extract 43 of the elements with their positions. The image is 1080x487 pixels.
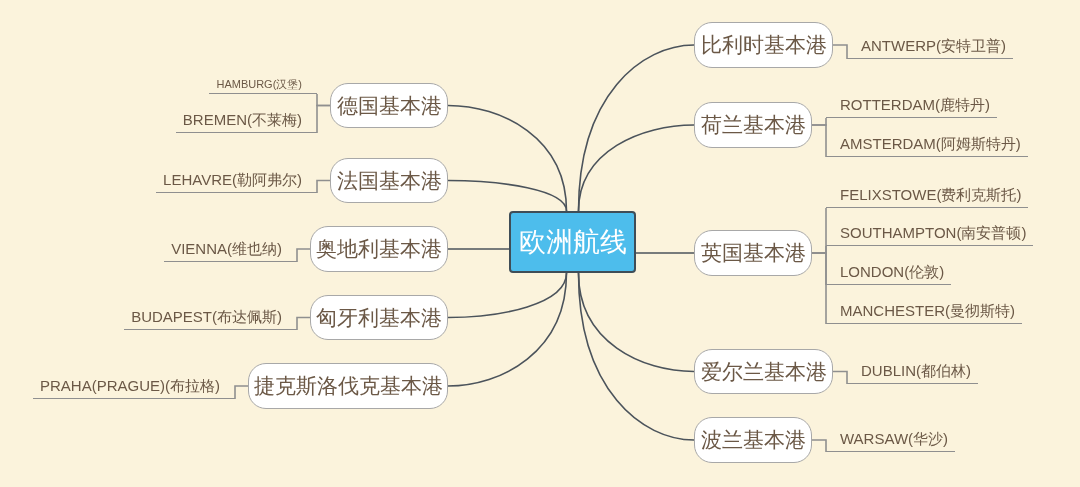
connector-line [447, 272, 568, 387]
topic-box: 波兰基本港 [694, 417, 812, 463]
connector-line [447, 179, 568, 212]
subtopic-label: LONDON(伦敦) [826, 261, 952, 285]
topic-box: 法国基本港 [330, 158, 448, 203]
subtopic-label: BREMEN(不莱梅) [175, 109, 317, 133]
subtopic-label: AMSTERDAM(阿姆斯特丹) [826, 133, 1028, 157]
subtopic-label: MANCHESTER(曼彻斯特) [826, 300, 1022, 324]
bracket-connector [316, 104, 331, 134]
topic-box: 捷克斯洛伐克基本港 [248, 363, 448, 409]
subtopic-label: ANTWERP(安特卫普) [847, 35, 1013, 59]
central-topic-box: 欧洲航线 [509, 211, 636, 273]
bracket-connector [234, 385, 249, 400]
connector-line [577, 272, 695, 441]
subtopic-label: PRAHA(PRAGUE)(布拉格) [33, 375, 235, 399]
bracket-connector [296, 248, 311, 263]
subtopic-label: FELIXSTOWE(费利克斯托) [826, 184, 1029, 208]
connector-line [447, 248, 510, 250]
subtopic-label: LEHAVRE(勒阿弗尔) [156, 169, 317, 193]
subtopic-label: WARSAW(华沙) [826, 428, 956, 452]
topic-box: 爱尔兰基本港 [694, 349, 833, 394]
subtopic-label: SOUTHAMPTON(南安普顿) [826, 222, 1034, 246]
connector-line [577, 124, 695, 212]
bracket-connector [832, 44, 848, 60]
bracket-connector [296, 316, 311, 331]
bracket-connector [316, 179, 331, 194]
connector-line [447, 272, 568, 319]
subtopic-label: ROTTERDAM(鹿特丹) [826, 94, 997, 118]
topic-box: 比利时基本港 [694, 22, 833, 68]
topic-box: 英国基本港 [694, 230, 812, 276]
topic-box: 德国基本港 [330, 83, 448, 128]
subtopic-label: BUDAPEST(布达佩斯) [124, 306, 297, 330]
topic-box: 荷兰基本港 [694, 102, 812, 148]
bracket-connector [811, 439, 827, 453]
subtopic-label: HAMBURG(汉堡) [209, 78, 317, 94]
topic-box: 匈牙利基本港 [310, 295, 448, 340]
bracket-connector [832, 370, 848, 385]
subtopic-label: DUBLIN(都伯林) [847, 360, 978, 384]
subtopic-label: VIENNA(维也纳) [164, 238, 297, 262]
topic-box: 奥地利基本港 [310, 226, 448, 272]
bracket-connector [811, 252, 827, 325]
bracket-connector [811, 124, 827, 158]
connector-line [635, 252, 695, 254]
